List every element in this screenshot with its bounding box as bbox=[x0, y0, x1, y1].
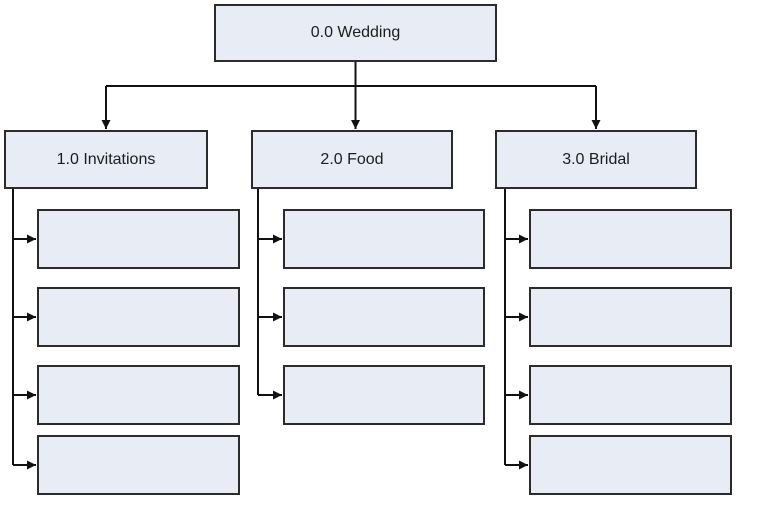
subtask-box[interactable] bbox=[37, 435, 240, 495]
subtask-box[interactable] bbox=[37, 209, 240, 269]
subtask-box[interactable] bbox=[37, 365, 240, 425]
node-label: 1.0 Invitations bbox=[56, 150, 156, 168]
subtask-box[interactable] bbox=[283, 287, 485, 347]
subtask-box[interactable] bbox=[529, 365, 732, 425]
subtask-box[interactable] bbox=[37, 287, 240, 347]
node-label: 2.0 Food bbox=[320, 150, 384, 168]
node-food[interactable]: 2.0 Food bbox=[251, 130, 453, 189]
node-label: 0.0 Wedding bbox=[310, 24, 401, 41]
subtask-box[interactable] bbox=[529, 287, 732, 347]
subtask-box[interactable] bbox=[283, 209, 485, 269]
subtask-box[interactable] bbox=[529, 435, 732, 495]
subtask-box[interactable] bbox=[283, 365, 485, 425]
node-bridal[interactable]: 3.0 Bridal bbox=[495, 130, 697, 189]
node-invitations[interactable]: 1.0 Invitations bbox=[4, 130, 208, 189]
node-label: 3.0 Bridal bbox=[562, 150, 630, 168]
node-wedding[interactable]: 0.0 Wedding bbox=[214, 4, 497, 62]
subtask-box[interactable] bbox=[529, 209, 732, 269]
